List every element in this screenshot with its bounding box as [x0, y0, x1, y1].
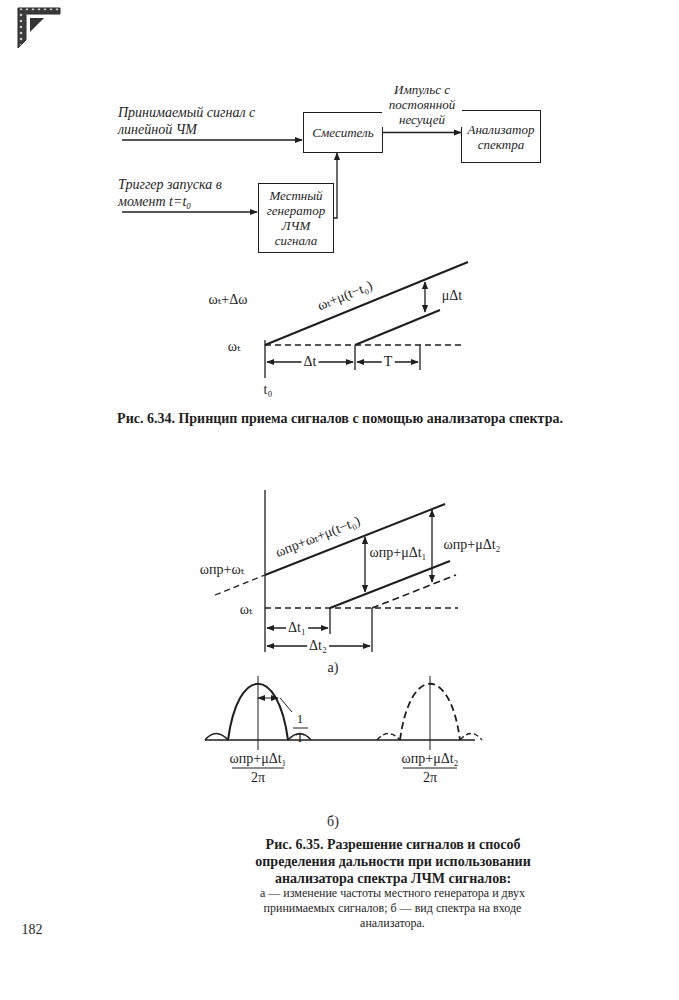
- edge-label: Импульс с постоянной несущей: [382, 82, 462, 127]
- graph-label: 2π: [423, 770, 437, 786]
- graph-label: ωₜ+Δω: [209, 292, 248, 308]
- graph-label: ωₜ: [240, 602, 253, 618]
- graph-label: б): [327, 814, 339, 830]
- graph-label: 182: [22, 922, 43, 938]
- frequency-graph-634: [265, 262, 468, 378]
- spectrum-plot: [205, 676, 482, 768]
- graph-label: ωпр+μΔt₂: [444, 537, 501, 553]
- graph-label: ωₜ: [228, 339, 241, 355]
- graph-label: T: [296, 730, 304, 746]
- graph-label: T: [382, 354, 395, 370]
- graph-label: ωпр+ωₜ+μ(t−t₀): [273, 513, 362, 561]
- process-box: Анализатор спектра: [461, 110, 541, 163]
- graph-label: ωпр+μΔt₁: [230, 751, 287, 767]
- graph-label: Триггер запуска в момент t=t₀: [118, 176, 258, 210]
- graph-label: а — изменение частоты местного генератор…: [240, 886, 545, 931]
- graph-label: Δt₁: [286, 620, 308, 636]
- graph-label: t₀: [264, 382, 273, 398]
- graph-label: Δt₂: [307, 638, 329, 654]
- connector-arrow: [334, 153, 337, 218]
- figure-caption: Рис. 6.34. Принцип приема сигналов с пом…: [110, 410, 570, 427]
- corner-ornament: [18, 8, 60, 48]
- graph-label: ωпр+μΔt₁: [370, 545, 427, 561]
- graph-label: Рис. 6.35. Разрешение сигналов и способ …: [248, 836, 538, 887]
- graph-label: μΔt: [442, 288, 462, 304]
- graph-label: ωпр+ωₜ: [200, 562, 244, 578]
- graph-label: а): [328, 660, 339, 676]
- graph-label: Принимаемый сигнал с линейной ЧМ: [118, 104, 268, 138]
- frequency-graph-635a: [215, 490, 458, 652]
- graph-label: ωпр+μΔt₂: [402, 751, 459, 767]
- process-box: Местный генератор ЛЧМ сигнала: [258, 183, 334, 253]
- graph-label: ωₜ+μ(t−t₀): [315, 278, 375, 315]
- graph-label: Δt: [302, 354, 319, 370]
- connector-arrow: [383, 132, 461, 133]
- box-text: Анализатор спектра: [467, 122, 535, 152]
- graph-label: 2π: [251, 770, 265, 786]
- graph-label: 1: [297, 711, 304, 727]
- process-box: Смеситель: [303, 112, 383, 153]
- box-text: Смеситель: [312, 125, 373, 140]
- box-text: Местный генератор ЛЧМ сигнала: [264, 188, 328, 248]
